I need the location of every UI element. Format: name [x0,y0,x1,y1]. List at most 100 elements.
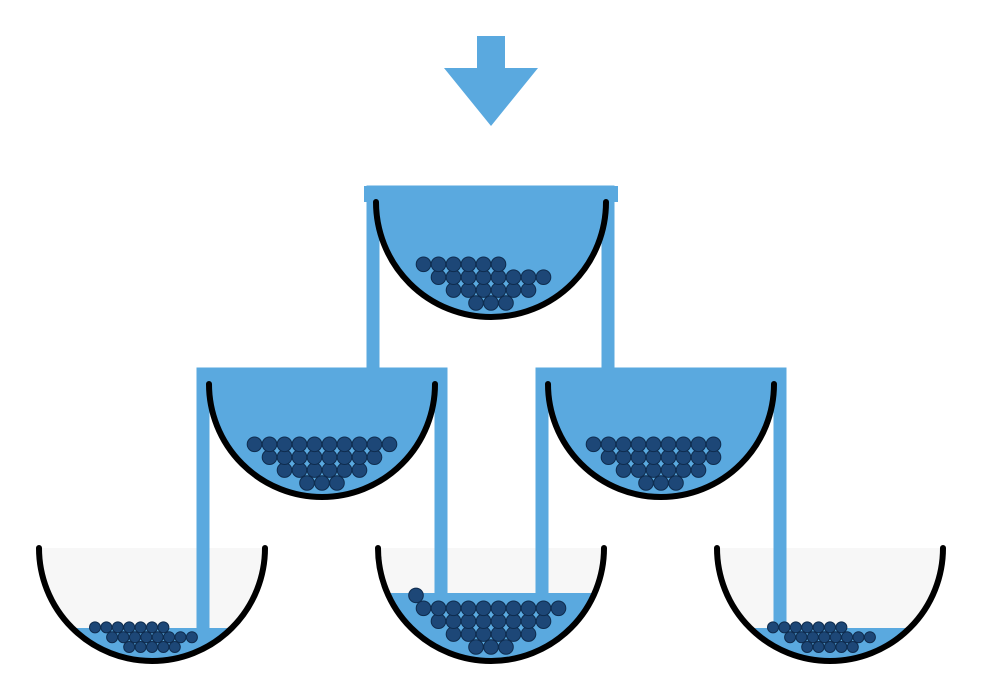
bead [157,621,170,634]
bead-layer [89,256,876,655]
bead [801,641,814,653]
bead [475,256,492,273]
arrow-down-icon [444,36,538,126]
bead [111,621,124,634]
bead [174,631,187,644]
bowl-mid-left-liquid [197,368,447,497]
bead [660,436,677,453]
bead [585,436,602,453]
bead [100,621,113,634]
bead [291,436,308,453]
bead [483,639,499,655]
bead [336,436,353,453]
bead [483,295,499,311]
bowl-bottom-right [714,545,946,664]
bead [841,631,854,644]
bead [767,621,779,634]
bead [415,256,432,273]
bead [314,475,330,491]
bead [276,436,293,453]
bead [835,621,848,634]
bowl-mid-right [545,381,777,500]
bead [329,475,345,491]
bead [185,631,198,644]
bead [824,621,836,634]
bead [123,641,136,653]
bead [520,600,537,617]
bead [653,475,669,491]
bead [134,621,147,634]
bead [812,641,825,653]
bead [151,631,164,644]
bead [468,295,484,311]
overflow-pipes [196,185,787,635]
bead [128,631,141,644]
bead [638,475,654,491]
bead [246,436,263,453]
bead [117,631,130,644]
bead [146,641,158,653]
bead [778,621,791,634]
bead [460,600,477,617]
liquid-layer [39,186,943,661]
bead [460,256,477,273]
bead [157,641,170,653]
bead [475,600,492,617]
bead [600,436,617,453]
bowl-bottom-left [36,545,268,664]
bead [812,621,825,634]
bowl-top [373,199,609,320]
bowl-top-liquid [364,186,618,317]
bead [168,641,181,653]
bead [852,631,865,644]
bead [829,631,842,644]
bead [835,641,848,653]
bead [818,631,831,644]
bead [535,269,552,286]
bead [123,621,136,634]
bead [690,436,707,453]
bead [351,436,368,453]
bead [415,600,432,617]
bead [615,436,632,453]
bead [163,631,176,644]
arrow-down-icon-shape [444,36,538,126]
bead [408,587,424,604]
bead [146,621,158,634]
bead [321,436,338,453]
bead [498,295,514,311]
bead [490,256,507,273]
bead [846,641,859,653]
bead [299,475,315,491]
bead [261,436,278,453]
bead [784,631,797,644]
bead [306,436,323,453]
bead [89,621,101,634]
bead [430,600,447,617]
bowl-mid-right-liquid [536,368,786,497]
bead [445,600,462,617]
bead [806,631,819,644]
bead [795,631,808,644]
bead [381,436,398,453]
bead [675,436,692,453]
bead [863,631,876,644]
bead [505,600,522,617]
bead [490,600,507,617]
bead [468,639,484,655]
bead [550,600,567,617]
bowl-bottom-middle [375,545,607,664]
bead [801,621,814,634]
bead [366,436,383,453]
bead [134,641,147,653]
bead [140,631,153,644]
bead [630,436,647,453]
bead [789,621,802,634]
bead [535,600,552,617]
bead [505,269,522,286]
bead [106,631,119,644]
bead [668,475,684,491]
bead [430,256,447,273]
